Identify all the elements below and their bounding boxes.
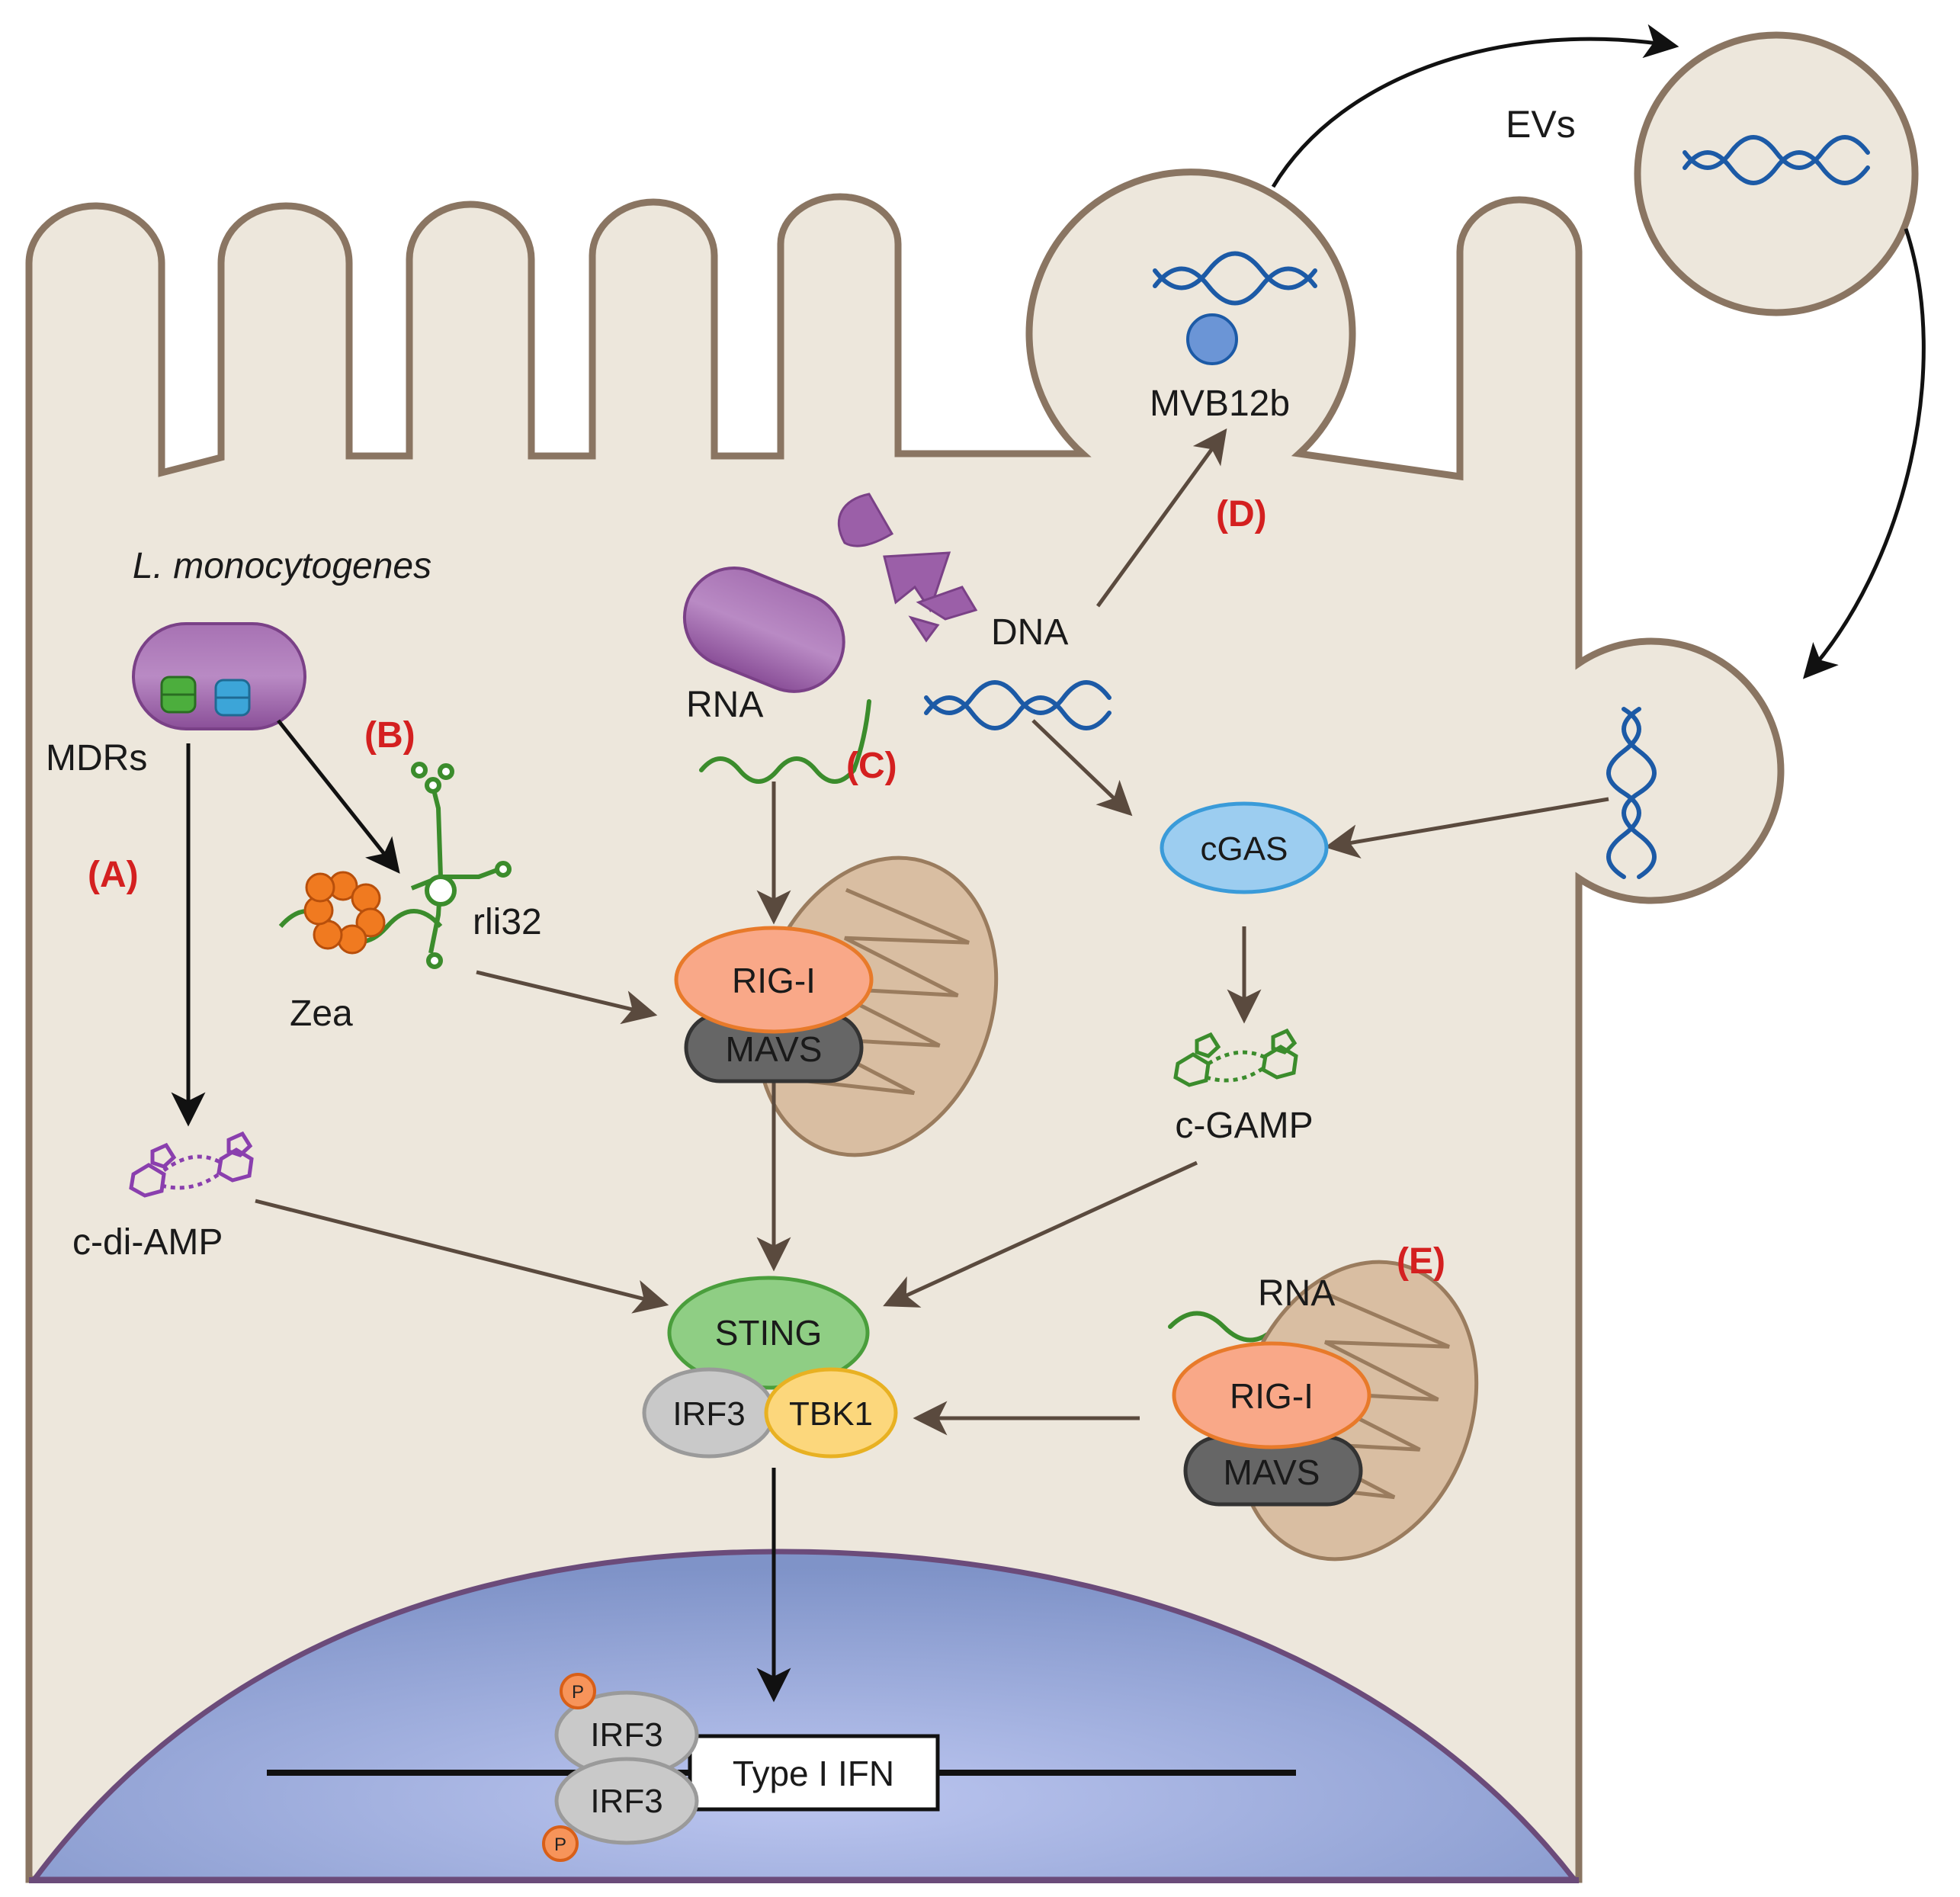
irf3-dimer-bottom	[554, 1757, 699, 1845]
arrow-ev-release	[1271, 24, 1679, 188]
step-e-label: (E)	[1397, 1241, 1445, 1282]
phospho-group-bottom	[542, 1825, 579, 1862]
evs-label: EVs	[1506, 103, 1576, 146]
rig-i-protein	[674, 926, 874, 1034]
arrow-rli32-to-rigi	[476, 970, 658, 1025]
arrow-vesicle-to-cgas	[1324, 797, 1609, 859]
irf3-dimer-bottom-label: IRF3	[590, 1783, 662, 1820]
rna-label-c: RNA	[686, 685, 763, 725]
step-c-label: (C)	[846, 746, 897, 786]
irf3-label: IRF3	[672, 1395, 745, 1433]
irf3-dimer-top-label: IRF3	[590, 1716, 662, 1754]
arrow-cgamp-to-sting	[883, 1160, 1198, 1308]
mavs-label-e: MAVS	[1224, 1452, 1320, 1492]
rig-i-label: RIG-I	[732, 961, 816, 1000]
nucleus	[29, 1549, 1580, 1883]
mvb12b-label: MVB12b	[1150, 384, 1290, 424]
rna-strand-c	[699, 699, 871, 784]
cgas-label: cGAS	[1201, 830, 1288, 868]
dna-helix-right-vesicle	[1606, 707, 1657, 879]
tbk1-label: TBK1	[789, 1395, 873, 1433]
rli32-label: rli32	[473, 902, 542, 942]
dna-helix-mvb	[1153, 251, 1317, 306]
dna-helix-ev	[1683, 135, 1870, 185]
organism-label: L. monocytogenes	[133, 546, 431, 586]
type-i-ifn-label: Type I IFN	[733, 1754, 894, 1793]
tbk1-protein	[764, 1367, 898, 1459]
rli32-rna	[410, 762, 512, 969]
rna-label-e: RNA	[1258, 1273, 1335, 1314]
dna-helix-c	[924, 680, 1112, 730]
c-gamp-label: c-GAMP	[1175, 1106, 1313, 1146]
sting-protein	[667, 1276, 870, 1390]
extracellular-vesicle	[1634, 31, 1919, 316]
lysed-bacterium-fragments	[837, 493, 978, 643]
zea-complex	[278, 871, 443, 955]
zea-label: Zea	[290, 993, 353, 1034]
c-di-amp-molecule	[129, 1131, 254, 1198]
arrow-bacteria-to-rli32	[277, 719, 400, 874]
phospho-group-top	[560, 1673, 596, 1709]
arrow-dna-to-mvb	[1095, 428, 1227, 608]
c-di-amp-label: c-di-AMP	[72, 1222, 223, 1263]
listeria-bacterium-c	[682, 567, 845, 693]
rig-i-protein-e	[1172, 1341, 1371, 1449]
mavs-label: MAVS	[726, 1029, 823, 1069]
mvb12b-protein	[1186, 313, 1238, 365]
step-b-label: (B)	[364, 715, 415, 756]
rig-i-label-e: RIG-I	[1230, 1376, 1314, 1416]
type-i-ifn-box	[688, 1734, 940, 1812]
phospho-label-bottom: P	[554, 1834, 566, 1855]
arrow-cdiamp-to-sting	[255, 1199, 669, 1314]
c-gamp-molecule	[1173, 1028, 1298, 1087]
dna-label: DNA	[991, 612, 1068, 653]
sting-label: STING	[715, 1313, 823, 1353]
mdrs-label: MDRs	[46, 738, 147, 778]
step-d-label: (D)	[1216, 494, 1267, 534]
step-a-label: (A)	[88, 855, 139, 895]
phospho-label-top: P	[572, 1682, 584, 1703]
arrow-ev-uptake	[1802, 228, 1926, 679]
arrow-dna-to-cgas	[1031, 719, 1133, 817]
cgas-protein	[1160, 801, 1329, 894]
